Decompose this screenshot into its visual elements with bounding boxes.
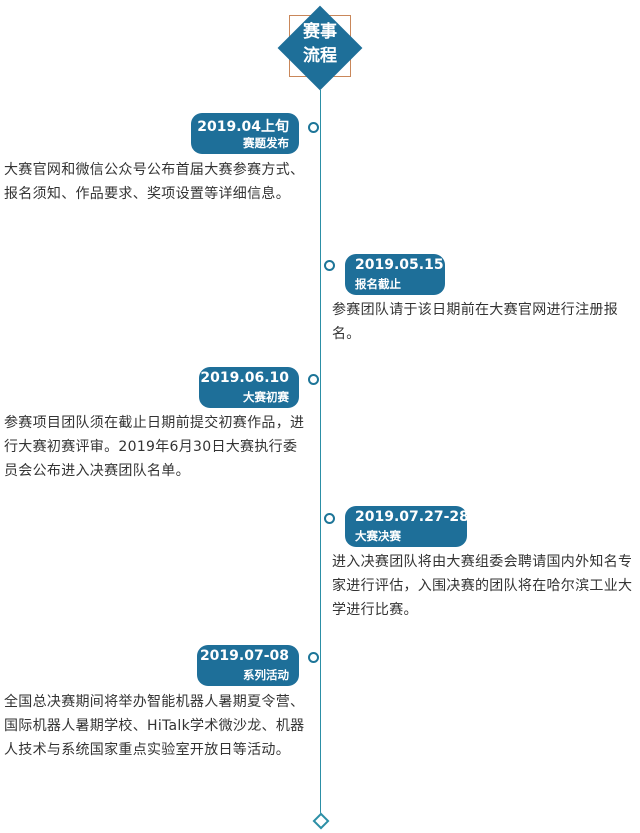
timeline-title: 赛事 流程	[303, 22, 337, 66]
event-date: 2019.07.27-28	[355, 509, 469, 525]
timeline-end-marker	[312, 812, 330, 830]
timeline-axis	[320, 90, 321, 818]
timeline-node	[308, 122, 319, 133]
timeline-node	[308, 652, 319, 663]
event-label: 报名截止	[355, 277, 401, 291]
event-label: 赛题发布	[243, 136, 289, 150]
event-label: 大赛初赛	[243, 390, 289, 404]
event-description: 大赛官网和微信公众号公布首届大赛参赛方式、报名须知、作品要求、奖项设置等详细信息…	[4, 162, 305, 202]
timeline-node	[324, 260, 335, 271]
event-tag: 2019.06.10 大赛初赛	[199, 367, 299, 408]
timeline-node	[308, 374, 319, 385]
event-description: 全国总决赛期间将举办智能机器人暑期夏令营、国际机器人暑期学校、HiTalk学术微…	[4, 694, 305, 758]
event-date: 2019.06.10	[200, 370, 289, 386]
event-description: 参赛团队请于该日期前在大赛官网进行注册报名。	[332, 302, 618, 342]
event-date: 2019.05.15	[355, 257, 444, 273]
event-date: 2019.07-08	[199, 648, 289, 664]
event-description: 进入决赛团队将由大赛组委会聘请国内外知名专家进行评估，入围决赛的团队将在哈尔滨工…	[332, 554, 633, 618]
event-date: 2019.04上旬	[197, 119, 289, 135]
event-tag: 2019.04上旬 赛题发布	[191, 113, 299, 154]
event-tag: 2019.07-08 系列活动	[197, 645, 299, 686]
event-label: 大赛决赛	[355, 529, 401, 543]
event-tag: 2019.07.27-28 大赛决赛	[345, 506, 469, 547]
event-description: 参赛项目团队须在截止日期前提交初赛作品，进行大赛初赛评审。2019年6月30日大…	[4, 415, 305, 479]
timeline-node	[324, 513, 335, 524]
event-label: 系列活动	[243, 668, 289, 682]
event-tag: 2019.05.15 报名截止	[345, 254, 445, 295]
